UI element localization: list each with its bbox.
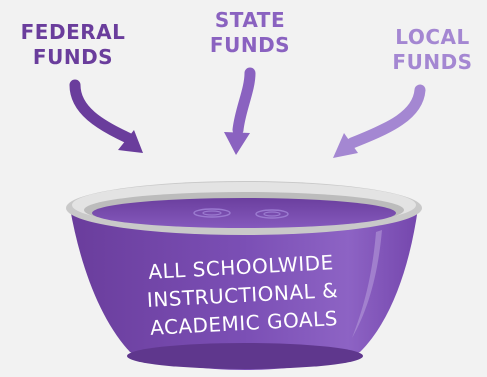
local-funds-label: LOCAL FUNDS [392,25,473,74]
federal-funds-label: FEDERAL FUNDS [20,20,126,69]
state-funds-label: STATE FUNDS [209,8,291,57]
bowl [66,181,422,370]
bowl-label: ALL SCHOOLWIDE INSTRUCTIONAL & ACADEMIC … [146,250,339,340]
local-arrow [333,84,426,158]
state-arrow [224,67,256,155]
federal-arrow [69,79,143,153]
